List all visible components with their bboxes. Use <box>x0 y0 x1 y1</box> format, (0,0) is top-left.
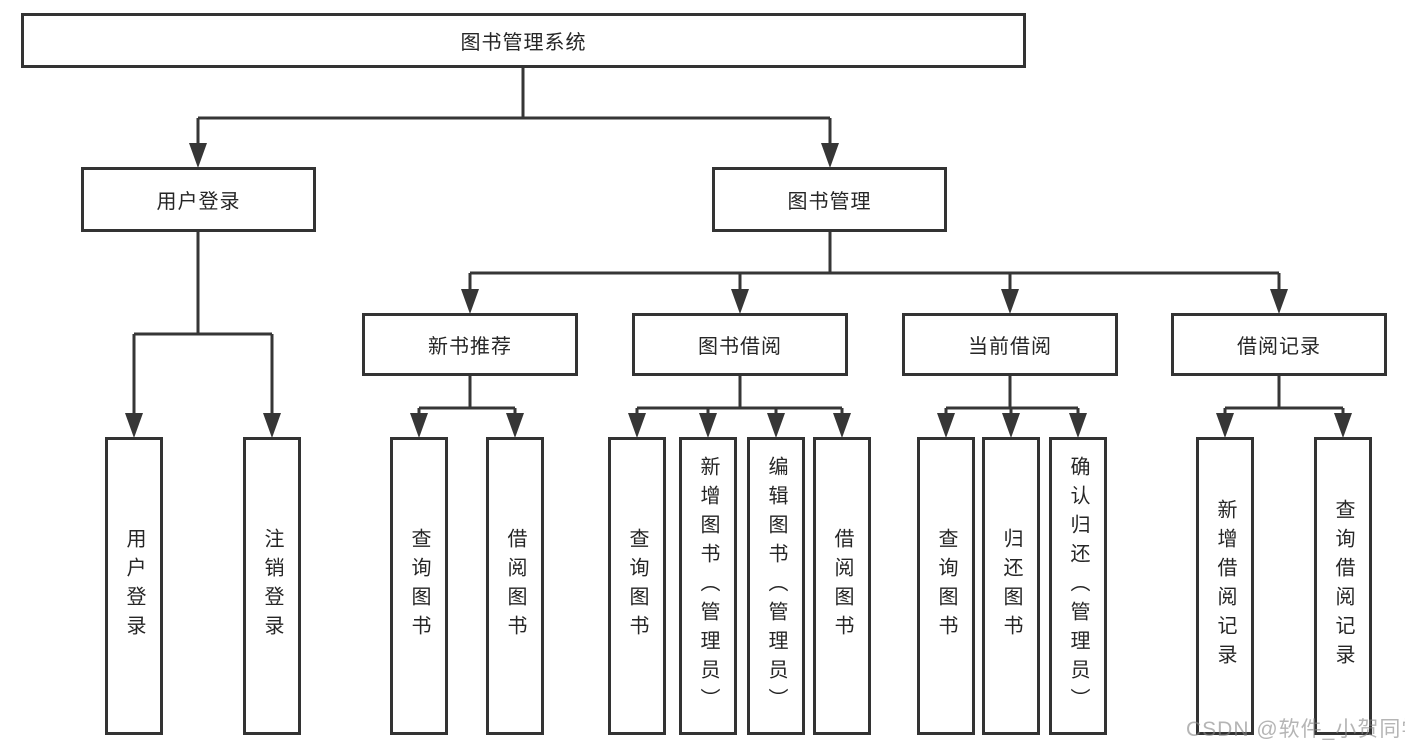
leaf-borrow-books-borrowing: 借阅图书 <box>813 437 871 735</box>
node-label: 图书管理 <box>787 191 872 213</box>
node-label: 查询借阅记录 <box>1332 499 1354 673</box>
csdn-watermark: CSDN @软件_小贺同学 <box>1186 718 1405 741</box>
node-borrowing-records: 借阅记录 <box>1171 313 1387 376</box>
node-label: 归还图书 <box>1000 528 1022 644</box>
leaf-query-borrow-record: 查询借阅记录 <box>1314 437 1372 735</box>
leaf-borrow-books-recommend: 借阅图书 <box>486 437 544 735</box>
node-label: 查询图书 <box>408 528 430 644</box>
node-book-management: 图书管理 <box>712 167 947 232</box>
leaf-user-login: 用户登录 <box>105 437 163 735</box>
leaf-add-borrow-record: 新增借阅记录 <box>1196 437 1254 735</box>
node-label: 新增图书（管理员） <box>697 455 719 717</box>
node-label: 借阅图书 <box>504 528 526 644</box>
node-current-borrowing: 当前借阅 <box>902 313 1118 376</box>
node-label: 用户登录 <box>156 191 241 213</box>
leaf-query-books-current: 查询图书 <box>917 437 975 735</box>
node-label: 用户登录 <box>123 528 145 644</box>
leaf-confirm-return-admin: 确认归还（管理员） <box>1049 437 1107 735</box>
node-label: 注销登录 <box>261 528 283 644</box>
node-label: 查询图书 <box>626 528 648 644</box>
connector-path <box>132 68 1345 415</box>
node-new-book-recommendation: 新书推荐 <box>362 313 578 376</box>
node-label: 当前借阅 <box>968 336 1052 358</box>
leaf-return-book: 归还图书 <box>982 437 1040 735</box>
leaf-logout: 注销登录 <box>243 437 301 735</box>
node-label: 图书借阅 <box>698 336 782 358</box>
leaf-add-book-admin: 新增图书（管理员） <box>679 437 737 735</box>
node-label: 借阅图书 <box>831 528 853 644</box>
node-label: 图书管理系统 <box>460 32 587 54</box>
arrowheads <box>125 143 1352 438</box>
node-library-management-system: 图书管理系统 <box>21 13 1026 68</box>
node-book-borrowing: 图书借阅 <box>632 313 848 376</box>
node-label: 确认归还（管理员） <box>1067 455 1089 717</box>
node-label: 借阅记录 <box>1237 336 1321 358</box>
node-label: 新增借阅记录 <box>1214 499 1236 673</box>
leaf-query-books-borrowing: 查询图书 <box>608 437 666 735</box>
leaf-edit-book-admin: 编辑图书（管理员） <box>747 437 805 735</box>
node-label: 新书推荐 <box>428 336 512 358</box>
node-label: 查询图书 <box>935 528 957 644</box>
node-user-login: 用户登录 <box>81 167 316 232</box>
leaf-query-books-recommend: 查询图书 <box>390 437 448 735</box>
node-label: 编辑图书（管理员） <box>765 455 787 717</box>
